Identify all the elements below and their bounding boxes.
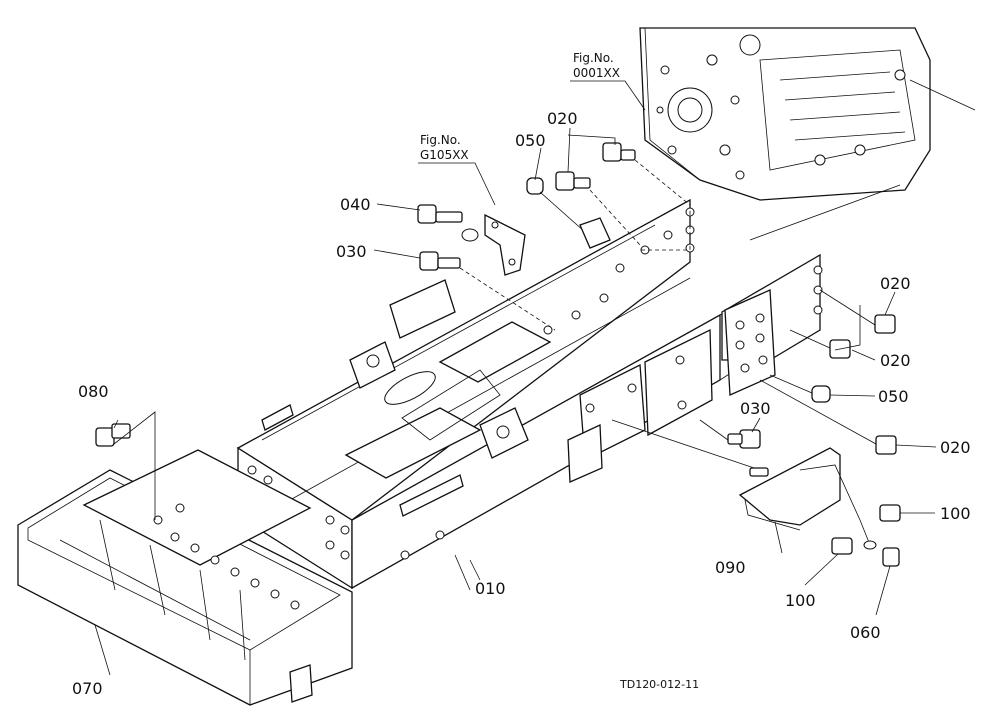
label-050-upper: 050: [515, 131, 546, 150]
label-010: 010: [475, 579, 506, 598]
bolt-020-upper-b: [602, 142, 691, 251]
bolt-030-lower: [699, 419, 761, 449]
label-080: 080: [78, 382, 109, 401]
label-030-upper: 030: [336, 242, 367, 261]
label-040: 040: [340, 195, 371, 214]
label-070: 070: [72, 679, 103, 698]
bolt-080: [95, 411, 156, 520]
leader-lines: [94, 127, 937, 676]
front-frame: [236, 198, 823, 591]
bracket-090: [611, 419, 871, 546]
label-090: 090: [715, 558, 746, 577]
drawing-code: TD120-012-11: [619, 678, 699, 691]
figure-ref-bracket-line1: Fig.No.: [420, 133, 461, 147]
bolt-050-upper: [526, 177, 611, 249]
front-bracket-070: [17, 449, 353, 706]
bolt-060: [882, 547, 900, 567]
figure-ref-engine-line2: 0001XX: [573, 66, 620, 80]
part-labels: 040 030 050 020 020 020 050 020 030 100 …: [72, 109, 971, 698]
bolt-020-right-a: [819, 289, 896, 334]
bolt-020-upper-a: [555, 171, 641, 246]
label-020-right-c: 020: [940, 438, 971, 457]
label-060: 060: [850, 623, 881, 642]
engine-block: [639, 27, 976, 241]
bolt-040: [417, 204, 479, 242]
bolt-050-right: [769, 374, 831, 403]
figure-ref-engine-line1: Fig.No.: [573, 51, 614, 65]
label-030-lower: 030: [740, 399, 771, 418]
label-100-right: 100: [940, 504, 971, 523]
figure-ref-bracket: Fig.No. G105XX: [418, 133, 496, 206]
label-100-lower: 100: [785, 591, 816, 610]
bolt-100-right: [879, 504, 901, 522]
figure-ref-engine: Fig.No. 0001XX: [570, 51, 646, 111]
label-020-right-a: 020: [880, 274, 911, 293]
label-020-upper: 020: [547, 109, 578, 128]
bolt-100-lower: [831, 537, 877, 555]
label-050-right: 050: [878, 387, 909, 406]
figure-ref-bracket-line2: G105XX: [420, 148, 469, 162]
label-020-right-b: 020: [880, 351, 911, 370]
bolt-020-right-c: [759, 379, 897, 455]
bolt-020-right-b: [789, 329, 851, 359]
bracket-g105: [484, 213, 526, 276]
bolt-030-upper: [419, 251, 556, 331]
